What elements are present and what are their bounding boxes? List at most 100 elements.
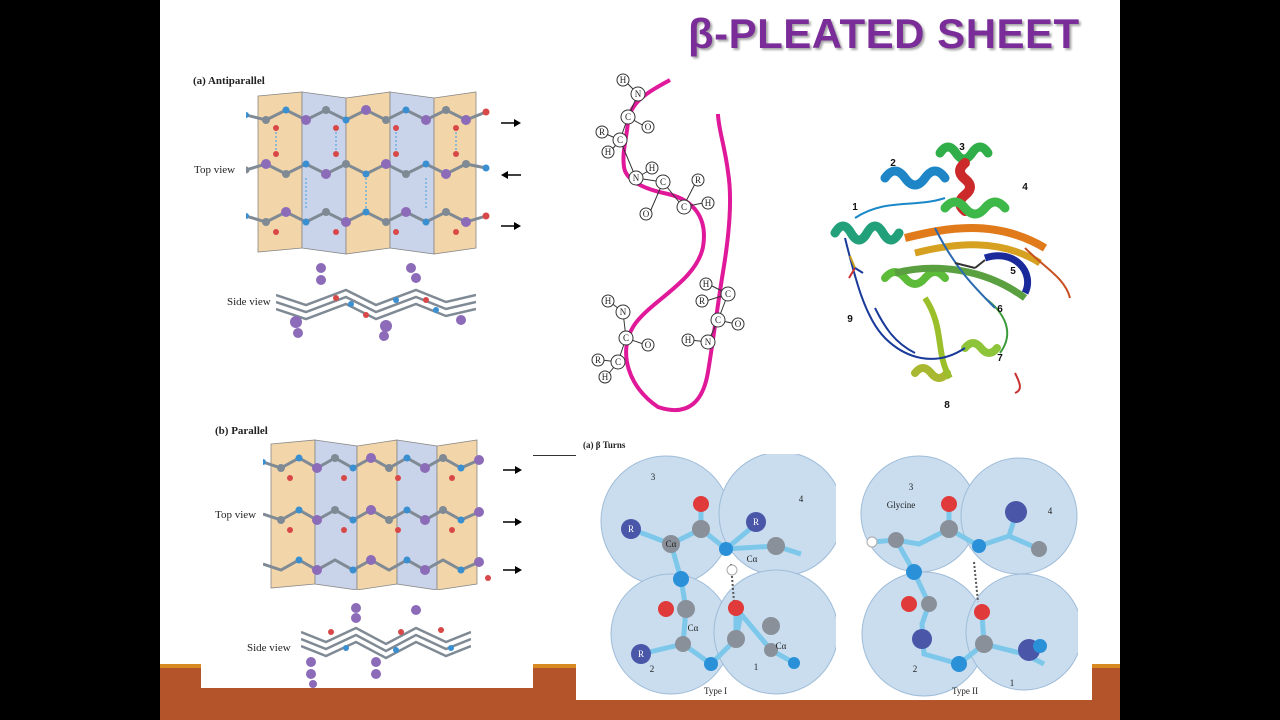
antiparallel-top-view-label: Top view	[194, 164, 236, 176]
atom-r-3: R	[595, 355, 601, 365]
type-1-ca-label-1: Cα	[666, 539, 677, 549]
parallel-pleat-planes	[270, 439, 478, 590]
parallel-side-view-diagram	[301, 603, 471, 688]
ribbon-helices	[830, 142, 1010, 382]
connector-line	[533, 455, 577, 456]
backbone-lower-labels: H N C O R H C H C R C O N H	[595, 279, 742, 382]
atom-n-4: N	[705, 337, 712, 347]
type-2-caption: Type II	[952, 686, 979, 696]
atom-h-4: H	[705, 198, 712, 208]
type-1-residue-2: 2	[650, 664, 655, 674]
ribbon-loops	[844, 197, 1071, 394]
direction-arrow-right-2	[501, 222, 521, 230]
strand-3	[246, 207, 490, 235]
direction-arrow-right-1	[501, 119, 521, 127]
type-2-glycine-label: Glycine	[887, 500, 916, 510]
ribbon-label-4: 4	[1022, 182, 1028, 193]
parallel-sheet-diagram	[263, 439, 522, 590]
slide: β-PLEATED SHEET (a) Antiparallel Top vie…	[160, 0, 1120, 720]
strand-2	[246, 151, 490, 179]
parallel-arrow-1	[503, 466, 522, 474]
atom-h-2: H	[605, 147, 612, 157]
slide-title: β-PLEATED SHEET	[688, 10, 1080, 57]
type-1-residue-4: 4	[799, 494, 804, 504]
atom-o-2: O	[643, 209, 650, 219]
atom-h-1: H	[620, 75, 627, 85]
type-1-residue-1: 1	[754, 662, 759, 672]
type-2-turn-diagram: 3 Glycine 4 2 1	[860, 455, 1078, 697]
atom-h-8: H	[685, 335, 692, 345]
beta-turns-panel: (a) β Turns 3 4 2 1 R R	[576, 432, 1092, 700]
type-1-r-label-3: R	[638, 649, 644, 659]
atom-n-1: N	[635, 89, 642, 99]
parallel-strands	[263, 453, 491, 581]
antiparallel-heading: (a) Antiparallel	[193, 75, 265, 87]
type-1-ca-label-2: Cα	[747, 554, 758, 564]
ribbon-label-3: 3	[959, 142, 965, 153]
strand-1	[246, 105, 490, 131]
type-2-labels: 3 Glycine 4 2 1	[887, 482, 1053, 688]
direction-arrow-left	[501, 171, 521, 179]
atom-h-3: H	[649, 163, 656, 173]
atom-h-7: H	[703, 279, 710, 289]
antiparallel-sheet-diagram	[246, 91, 521, 255]
atom-o-4: O	[735, 319, 742, 329]
atom-r-4: R	[699, 296, 705, 306]
atom-c-8: C	[715, 315, 721, 325]
type-2-residue-1: 1	[1010, 678, 1015, 688]
type-1-residue-3: 3	[651, 472, 656, 482]
type-1-atoms	[621, 496, 800, 671]
parallel-heading: (b) Parallel	[215, 425, 268, 437]
ribbon-strands	[894, 224, 1048, 380]
ribbon-label-1: 1	[852, 202, 858, 213]
type-1-ca-label-4: Cα	[776, 641, 787, 651]
atom-r-1: R	[599, 127, 605, 137]
parallel-top-view-label: Top view	[215, 509, 257, 521]
type-1-r-label-2: R	[753, 517, 759, 527]
ribbon-label-9: 9	[847, 314, 853, 325]
atom-c-4: C	[681, 202, 687, 212]
type-2-residue-3: 3	[909, 482, 914, 492]
atom-n-2: N	[633, 173, 640, 183]
atom-c-1: C	[625, 112, 631, 122]
atom-c-5: C	[623, 333, 629, 343]
antiparallel-side-view-diagram	[276, 263, 476, 341]
ribbon-ligand	[848, 255, 986, 279]
backbone-schematic: H N C O R H C N H C O C R H H N C O R	[591, 73, 745, 413]
backbone-lower-residues	[591, 277, 745, 384]
sheets-panel: (a) Antiparallel Top view Side view (b) …	[193, 60, 533, 688]
atom-c-7: C	[725, 289, 731, 299]
parallel-arrow-3	[503, 566, 522, 574]
atom-o-3: O	[645, 340, 652, 350]
parallel-arrow-2	[503, 518, 522, 526]
atom-r-2: R	[695, 175, 701, 185]
backbone-upper-residue	[595, 73, 715, 221]
type-2-residue-4: 4	[1048, 506, 1053, 516]
type-2-atoms	[866, 496, 1047, 672]
type-2-residue-2: 2	[913, 664, 918, 674]
protein-ribbon-structure: 1 2 3 4 5 6 7 8 9	[830, 142, 1071, 411]
type-2-residue-spheres	[860, 455, 1078, 697]
backbone-upper-labels: H N C O R H C N H C O C R H	[599, 75, 712, 219]
atom-c-6: C	[615, 357, 621, 367]
atom-c-2: C	[617, 135, 623, 145]
antiparallel-side-view-label: Side view	[227, 296, 271, 308]
ribbon-label-5: 5	[1010, 266, 1016, 277]
type-1-caption: Type I	[704, 686, 728, 696]
type-1-labels: 3 4 2 1 R R R Cα Cα Cα Cα	[628, 472, 804, 674]
ribbon-label-6: 6	[997, 304, 1003, 315]
parallel-side-view-label: Side view	[247, 642, 291, 654]
atom-c-3: C	[660, 177, 666, 187]
type-1-turn-diagram: 3 4 2 1 R R R Cα Cα Cα Cα	[600, 454, 836, 695]
ribbon-label-2: 2	[890, 158, 896, 169]
atom-h-5: H	[605, 296, 612, 306]
type-1-r-label-1: R	[628, 524, 634, 534]
atom-n-3: N	[620, 307, 627, 317]
turns-heading: (a) β Turns	[583, 440, 626, 450]
ribbon-label-8: 8	[944, 400, 950, 411]
atom-o-1: O	[645, 122, 652, 132]
hbond-lines	[275, 132, 457, 208]
ribbon-label-7: 7	[997, 353, 1003, 364]
atom-h-6: H	[602, 372, 609, 382]
ribbon-numbers: 1 2 3 4 5 6 7 8 9	[847, 142, 1028, 411]
